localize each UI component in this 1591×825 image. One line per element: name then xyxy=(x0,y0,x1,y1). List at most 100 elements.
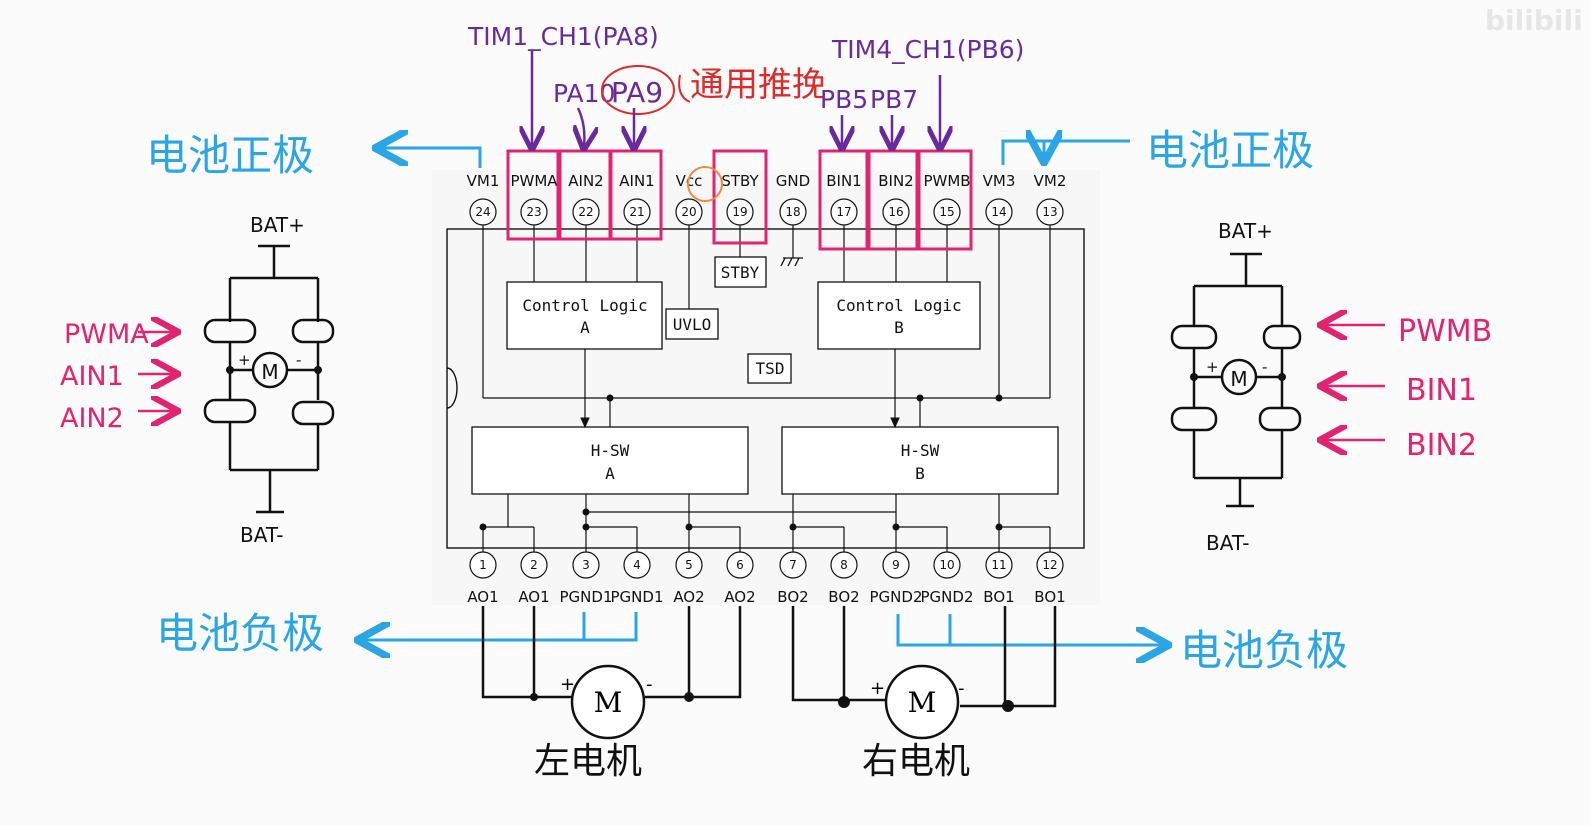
right-bat-plus: BAT+ xyxy=(1218,219,1273,243)
right-hbridge-motor: M xyxy=(1230,367,1247,391)
left-hbridge-plus: + xyxy=(238,351,251,369)
control-logic-a-sub: A xyxy=(580,318,590,337)
top-pin-label: AIN2 xyxy=(568,172,603,190)
bottom-pin-label: PGND2 xyxy=(870,588,923,606)
top-pin-number: 20 xyxy=(681,205,696,219)
left-battery-negative-label: 电池负极 xyxy=(156,609,324,658)
bottom-pin-number: 7 xyxy=(789,558,797,572)
bottom-pin-number: 2 xyxy=(530,558,538,572)
right-input-bin1: BIN1 xyxy=(1406,373,1477,408)
uvlo-label: UVLO xyxy=(673,315,712,334)
bottom-pin-number: 10 xyxy=(939,558,954,572)
tim1-label: TIM1_CH1(PA8) xyxy=(467,22,659,51)
right-negative-arrow xyxy=(896,614,1166,645)
left-input-ain2: AIN2 xyxy=(60,403,124,434)
right-battery-negative-label: 电池负极 xyxy=(1180,626,1348,675)
hsw-a-title: H-SW xyxy=(591,441,630,460)
top-pin-label: BIN2 xyxy=(878,172,913,190)
right-motor-caption: 右电机 xyxy=(862,741,970,782)
left-bat-plus: BAT+ xyxy=(250,213,305,237)
left-motor-icon xyxy=(570,664,646,740)
hsw-a-sub: A xyxy=(605,464,615,483)
top-pin-label: PWMA xyxy=(510,172,558,190)
top-pin-number: 13 xyxy=(1042,205,1057,219)
left-hbridge-motor: M xyxy=(261,360,278,384)
stby-block-label: STBY xyxy=(721,263,760,282)
pa9-circle xyxy=(601,65,675,115)
top-pin-number: 22 xyxy=(578,205,593,219)
top-pin-number: 14 xyxy=(991,205,1006,219)
left-input-ain1: AIN1 xyxy=(60,361,124,392)
left-motor-caption: 左电机 xyxy=(534,741,642,782)
bottom-pin-number: 9 xyxy=(892,558,900,572)
right-motor-symbol: M xyxy=(908,686,937,719)
bottom-pin-number: 1 xyxy=(479,558,487,572)
hsw-a xyxy=(471,426,749,495)
right-bat-minus: BAT- xyxy=(1206,531,1249,555)
pb7-label: PB7 xyxy=(870,85,918,114)
bottom-pin-number: 8 xyxy=(840,558,848,572)
control-logic-b-title: Control Logic xyxy=(836,296,961,315)
top-pin-number: 21 xyxy=(629,205,644,219)
bottom-pin-label: AO2 xyxy=(673,588,704,606)
top-pin-label: PWMB xyxy=(923,172,970,190)
left-battery-positive-label: 电池正极 xyxy=(146,131,314,180)
tsd-label: TSD xyxy=(756,359,785,378)
push-pull-note: 通用推挽 xyxy=(690,65,826,105)
bottom-pin-label: AO1 xyxy=(518,588,549,606)
control-logic-b-sub: B xyxy=(894,318,904,337)
bottom-pin-label: AO2 xyxy=(724,588,755,606)
control-logic-b xyxy=(817,281,981,350)
internal-wiring xyxy=(482,225,1051,552)
top-pin-number: 23 xyxy=(526,205,541,219)
control-logic-a xyxy=(506,281,663,350)
right-positive-arrow xyxy=(1001,141,1130,165)
tsd-block xyxy=(747,353,792,384)
left-hbridge-minus: - xyxy=(296,351,301,369)
bottom-pin-number: 12 xyxy=(1042,558,1057,572)
pb5-label: PB5 xyxy=(820,85,868,114)
ground-icon xyxy=(780,257,803,267)
top-pin-number: 18 xyxy=(785,205,800,219)
top-pin-label: STBY xyxy=(721,172,759,190)
bottom-pin-number: 6 xyxy=(736,558,744,572)
stby-block xyxy=(714,256,767,288)
vcc-highlight-circle xyxy=(687,166,723,202)
top-pin-number: 16 xyxy=(888,205,903,219)
right-motor-minus: - xyxy=(958,678,965,699)
bottom-pins: 1AO12AO13PGND14PGND15AO26AO27BO28BO29PGN… xyxy=(467,551,1066,606)
right-hbridge: BAT+ M + - BAT- PWMB BIN1 BIN2 xyxy=(1170,219,1492,555)
control-logic-a-title: Control Logic xyxy=(522,296,647,315)
right-hbridge-plus: + xyxy=(1206,358,1219,376)
top-pin-number: 19 xyxy=(732,205,747,219)
bottom-pin-label: PGND1 xyxy=(611,588,664,606)
bottom-pin-label: PGND2 xyxy=(921,588,974,606)
top-pin-number: 24 xyxy=(475,205,490,219)
bottom-pin-label: AO1 xyxy=(467,588,498,606)
bottom-pin-number: 3 xyxy=(582,558,590,572)
bottom-pin-label: BO2 xyxy=(828,588,859,606)
bottom-pin-label: BO1 xyxy=(1034,588,1065,606)
right-motor-plus: + xyxy=(870,678,885,699)
top-pin-number: 17 xyxy=(836,205,851,219)
pa10-arrow xyxy=(578,107,584,146)
top-pin-label: AIN1 xyxy=(619,172,654,190)
top-pin-label: VM1 xyxy=(467,172,500,190)
bottom-pin-number: 5 xyxy=(685,558,693,572)
right-input-bin2: BIN2 xyxy=(1406,428,1477,463)
left-input-pwma: PWMA xyxy=(64,319,149,350)
chip-notch xyxy=(446,367,458,409)
bottom-pin-label: PGND1 xyxy=(560,588,613,606)
bottom-pin-label: BO2 xyxy=(777,588,808,606)
bottom-pin-number: 11 xyxy=(991,558,1006,572)
bottom-pin-label: BO1 xyxy=(983,588,1014,606)
top-pin-label: BIN1 xyxy=(826,172,861,190)
push-pull-bracket xyxy=(678,74,691,103)
left-negative-arrow xyxy=(360,612,638,640)
right-hbridge-minus: - xyxy=(1262,358,1267,376)
pa10-label: PA10 xyxy=(553,79,615,108)
top-pin-label: VM2 xyxy=(1034,172,1067,190)
left-positive-arrow xyxy=(378,148,482,168)
